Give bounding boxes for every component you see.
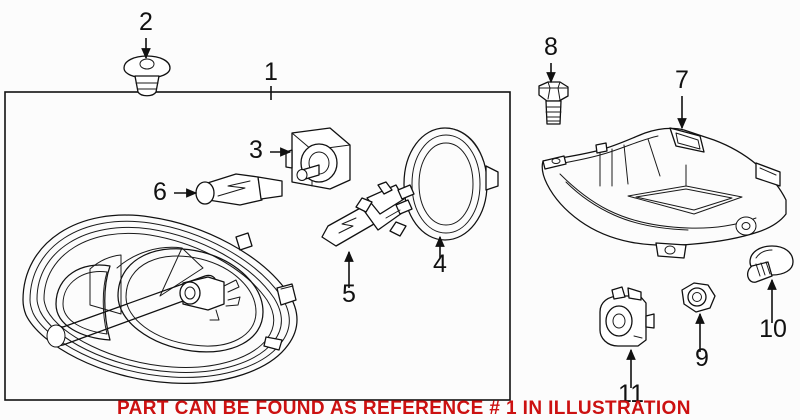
callout-number-9: 9: [695, 344, 709, 372]
callout-number-6: 6: [153, 178, 167, 206]
callout-number-1: 1: [264, 58, 278, 86]
callout-number-7: 7: [675, 66, 689, 94]
callout-number-8: 8: [544, 33, 558, 61]
headlight-housing-illustration: [22, 214, 298, 384]
part-halogen-headlight-bulb: [321, 181, 415, 247]
reference-caption: PART CAN BE FOUND AS REFERENCE # 1 IN IL…: [117, 398, 691, 419]
part-bulb-access-cover-cap: [403, 127, 499, 241]
callout-number-4: 4: [433, 250, 447, 278]
part-hex-nut: [681, 282, 716, 313]
callout-number-5: 5: [342, 280, 356, 308]
assembly-enclosure-box: [4, 91, 511, 401]
callout-number-10: 10: [759, 315, 787, 343]
callout-number-11: 11: [618, 380, 644, 408]
part-push-pin-retainer-clip: [123, 55, 171, 97]
part-hex-head-bolt: [538, 81, 569, 125]
part-wedge-base-bulb: [195, 173, 283, 206]
callout-number-2: 2: [139, 8, 153, 36]
part-bulb-socket-connector-block: [285, 127, 351, 190]
callout-number-3: 3: [249, 136, 263, 164]
part-flange-head-screw: [746, 245, 794, 283]
part-headlight-mounting-bracket: [541, 127, 787, 259]
part-turn-signal-bulb-socket: [599, 286, 655, 347]
